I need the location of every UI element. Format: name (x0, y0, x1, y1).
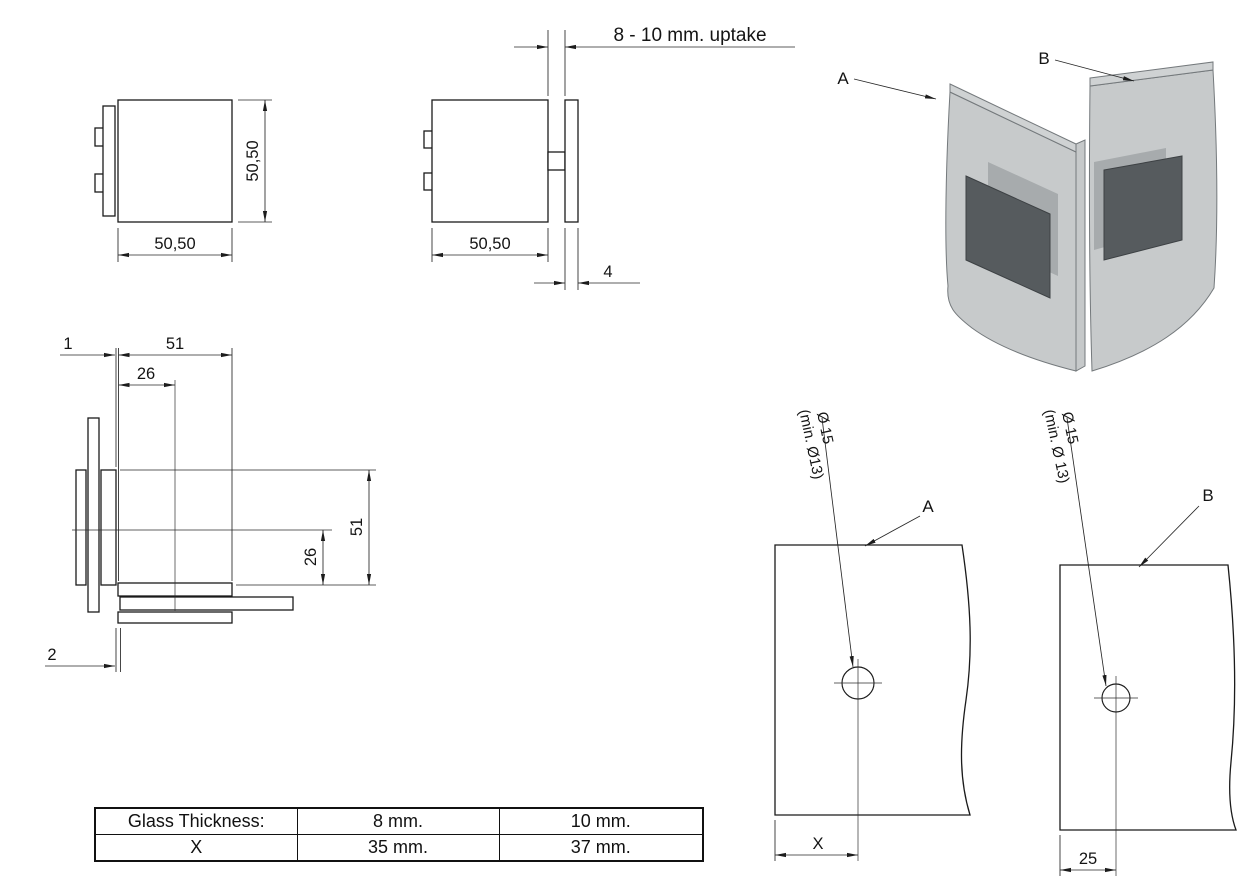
glass-panel-b-top-face (1089, 61, 1214, 87)
hole-offset-h-dim-label: 26 (137, 365, 155, 383)
table-row: Glass Thickness: 8 mm. 10 mm. (94, 807, 704, 835)
glass-thickness-dim-label: 4 (603, 263, 612, 281)
table-cell-thickness-10: 10 mm. (498, 807, 704, 835)
clamp-pad-a (965, 175, 1051, 299)
panel-b-label: B (1202, 486, 1213, 505)
hole-a-x-dim-label: X (812, 835, 823, 853)
glass-thickness-table: Glass Thickness: 8 mm. 10 mm. X 35 mm. 3… (94, 807, 704, 862)
dim-side-width: 50,50 (431, 228, 549, 262)
table-cell-glass-thickness-label: Glass Thickness: (94, 807, 298, 835)
clamp-pad-b (1103, 155, 1183, 261)
hole-a-diameter-label: Ø 15 (813, 410, 836, 445)
iso-label-a: A (837, 69, 937, 100)
hole-b-annotation: Ø 15 (min. Ø 13) (1040, 408, 1081, 485)
clamp-body-side (431, 99, 549, 223)
clamp-body-front (117, 99, 233, 223)
clamp-backplate-front (102, 105, 116, 217)
front-height-dim-label: 50,50 (244, 140, 262, 181)
side-width-dim-label: 50,50 (469, 235, 510, 253)
front-view: 50,50 50,50 (94, 99, 272, 262)
table-cell-thickness-8: 8 mm. (296, 807, 500, 835)
gap-top-dim-label: 1 (63, 335, 72, 353)
dim-uptake: 8 - 10 mm. uptake (514, 25, 795, 96)
dim-hole-offset-vertical: 26 (302, 530, 326, 585)
table-cell-x-35: 35 mm. (296, 834, 500, 862)
table-cell-x-label: X (94, 834, 298, 862)
clamp-body-vertical-arm (100, 469, 117, 586)
table-cell-x-37: 37 mm. (498, 834, 704, 862)
gap-bottom-dim-label: 2 (47, 646, 56, 664)
glass-panel-b-outline (1059, 564, 1237, 831)
glass-panel-a-outline (774, 544, 971, 816)
dim-plan-width: 51 (118, 335, 233, 581)
drill-panel-a: Ø 15 (min. Ø13) A X (774, 408, 971, 861)
hole-a-annotation: Ø 15 (min. Ø13) (795, 408, 836, 481)
uptake-note-label: 8 - 10 mm. uptake (613, 25, 766, 46)
glass-edge-horizontal (119, 596, 294, 611)
glass-edge-side (564, 99, 579, 223)
dim-front-height: 50,50 (238, 99, 272, 223)
panel-b-callout: B (1138, 486, 1214, 568)
hole-offset-v-dim-label: 26 (302, 548, 320, 566)
plan-height-dim-label: 51 (348, 518, 366, 536)
outer-plate-vertical (75, 469, 87, 586)
panel-a-callout: A (864, 497, 934, 547)
dim-gap-bottom: 2 (45, 628, 121, 672)
plan-width-dim-label: 51 (166, 335, 184, 353)
clamp-spacer (547, 151, 566, 171)
isometric-view: A B (837, 49, 1218, 372)
glass-panel-a-edge-face (1075, 139, 1086, 372)
hole-a-leader (821, 417, 854, 668)
side-view: 8 - 10 mm. uptake 50,50 4 (423, 25, 795, 290)
iso-panel-a-label: A (837, 69, 849, 88)
dim-hole-a-x: X (774, 820, 858, 861)
dim-hole-offset-horizontal: 26 (118, 365, 175, 388)
front-width-dim-label: 50,50 (154, 235, 195, 253)
hole-b-diameter-label: Ø 15 (1058, 410, 1081, 445)
dim-hole-b-x: 25 (1059, 835, 1116, 876)
drill-panel-b: Ø 15 (min. Ø 13) B 25 (1040, 408, 1237, 876)
hole-b-leader (1066, 417, 1107, 687)
hole-b-x-dim-label: 25 (1079, 850, 1097, 868)
dim-plan-height: 51 (120, 469, 376, 586)
iso-panel-b-label: B (1038, 49, 1049, 68)
glass-edge-vertical (87, 417, 100, 613)
outer-plate-horizontal (117, 611, 233, 624)
table-row: X 35 mm. 37 mm. (94, 834, 704, 862)
dim-front-width: 50,50 (117, 228, 233, 262)
plan-view: 1 51 26 51 26 2 (45, 335, 376, 672)
dim-glass-thickness: 4 (534, 228, 640, 290)
panel-a-label: A (922, 497, 934, 516)
iso-label-b: B (1038, 49, 1135, 82)
